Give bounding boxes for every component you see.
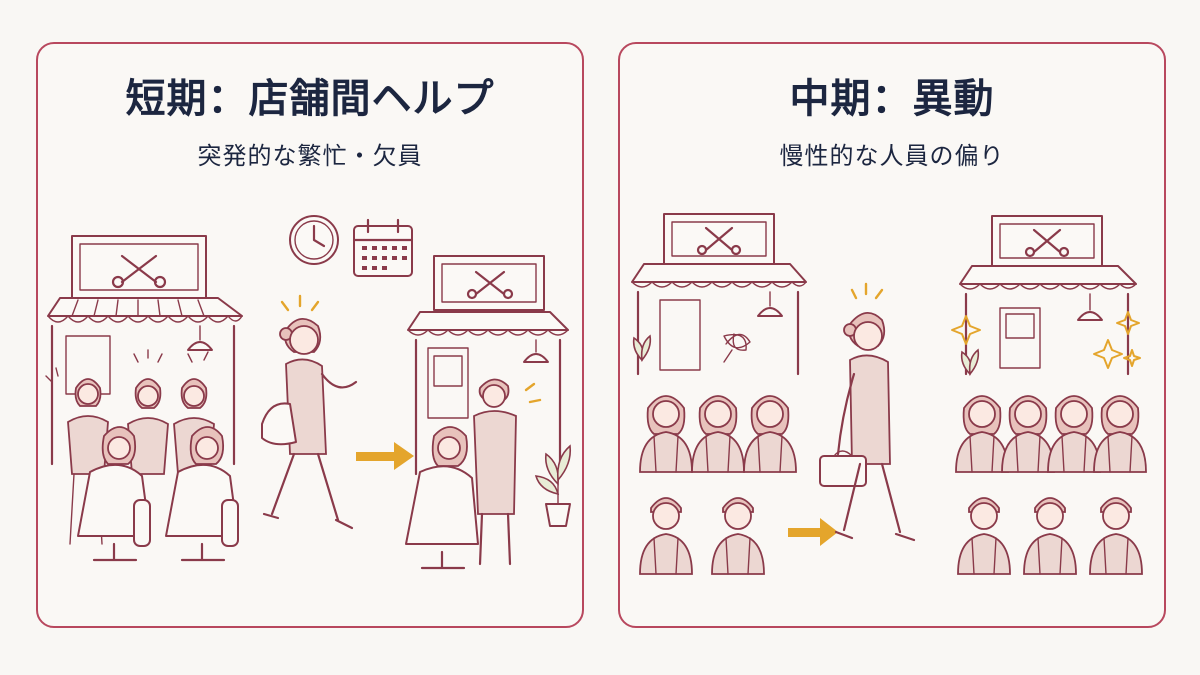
- female-staff: [691, 395, 745, 473]
- panel-title: 短期：店舗間ヘルプ: [125, 76, 495, 122]
- female-staff: [639, 395, 693, 473]
- busy-salon-shop: [45, 235, 243, 562]
- potted-plant-icon: [960, 348, 980, 376]
- customer-in-chair: [77, 426, 151, 562]
- staff-group-many: [639, 395, 797, 575]
- sparkle-icon: [951, 311, 1141, 369]
- male-staff: [639, 497, 693, 575]
- male-staff: [1023, 497, 1077, 575]
- panel-title: 中期：異動: [789, 76, 995, 122]
- customer-in-chair: [165, 426, 239, 562]
- mid-term-illustration: [631, 213, 1147, 575]
- sparkle-icon: [524, 382, 542, 404]
- panel-subtitle: 慢性的な人員の偏り: [779, 142, 1005, 170]
- panel-short-term: 短期：店舗間ヘルプ 突発的な繁忙・欠員: [36, 42, 584, 628]
- potted-plant-icon: [632, 334, 652, 362]
- tangled-scribble-icon: [723, 333, 751, 363]
- male-staff: [711, 497, 765, 575]
- arrow-right-icon: [356, 442, 414, 470]
- pendant-lamp-icon: [757, 291, 783, 317]
- scissors-comb-icon: [466, 270, 514, 300]
- scissors-comb-icon: [1024, 228, 1070, 258]
- scissors-comb-icon: [696, 226, 742, 256]
- helper-staff-walking: [261, 294, 358, 530]
- panel-subtitle: 突発的な繁忙・欠員: [197, 142, 423, 170]
- calendar-icon: [352, 218, 414, 277]
- pendant-lamp-icon: [187, 325, 213, 351]
- female-staff: [1093, 395, 1147, 473]
- overstaffed-salon-shop: [631, 213, 807, 376]
- pendant-lamp-icon: [1077, 293, 1103, 321]
- customer-in-chair: [405, 426, 479, 570]
- stylist: [473, 378, 517, 566]
- female-staff: [743, 395, 797, 473]
- panel-mid-term: 中期：異動 慢性的な人員の偏り: [618, 42, 1166, 628]
- male-staff: [1089, 497, 1143, 575]
- clock-icon: [289, 215, 339, 265]
- female-staff: [1001, 395, 1055, 473]
- potted-plant-icon: [534, 444, 572, 527]
- female-staff: [1047, 395, 1101, 473]
- transferred-staff-walking: [819, 282, 916, 542]
- understaffed-salon-shop: [951, 215, 1141, 376]
- short-term-illustration: [45, 215, 572, 570]
- arrow-right-icon: [788, 518, 838, 546]
- male-staff: [957, 497, 1011, 575]
- destination-salon-shop: [405, 255, 572, 570]
- stylist: [127, 378, 169, 475]
- scissors-comb-icon: [111, 254, 167, 289]
- staff-group-balanced: [955, 395, 1147, 575]
- female-staff: [955, 395, 1009, 473]
- pendant-lamp-icon: [523, 339, 549, 363]
